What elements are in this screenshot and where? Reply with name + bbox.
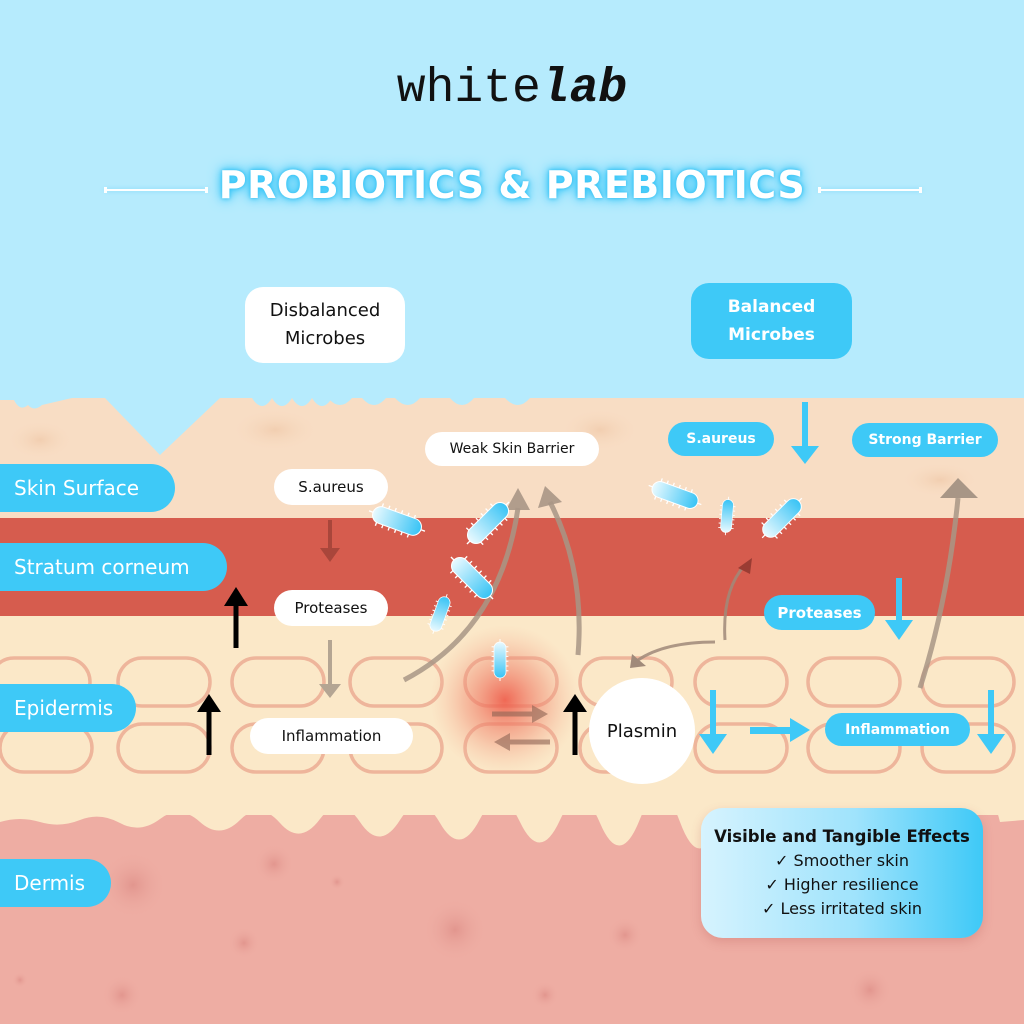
curved-arrow-strong-barrier	[917, 497, 961, 689]
inflammation-label-disbalanced: Inflammation	[250, 718, 413, 754]
balanced-microbes-header: Balanced Microbes	[691, 283, 852, 359]
dermis-spots	[12, 824, 976, 1015]
effects-box: Visible and Tangible Effects ✓ Smoother …	[701, 808, 983, 938]
weak-skin-barrier-label: Weak Skin Barrier	[425, 432, 599, 466]
arrowhead	[538, 486, 562, 508]
plasmin-node: Plasmin	[589, 678, 695, 784]
skin-surface-texture	[6, 408, 980, 498]
header-line-1: Disbalanced	[269, 300, 381, 321]
check-icon: ✓	[765, 875, 779, 894]
proteases-label-disbalanced: Proteases	[274, 590, 388, 626]
black-up-arrow-3	[563, 694, 587, 755]
arrow-proteases-to-inflammation	[319, 640, 341, 698]
arrowhead	[940, 478, 978, 498]
arrowhead	[630, 654, 646, 668]
inflammation-label-balanced: Inflammation	[825, 713, 970, 746]
check-icon: ✓	[761, 899, 776, 918]
black-up-arrow-1	[224, 587, 248, 648]
effect-text: Less irritated skin	[780, 899, 923, 918]
effect-item: ✓ Less irritated skin	[701, 899, 983, 918]
logo-bold: lab	[540, 62, 628, 116]
effects-heading: Visible and Tangible Effects	[714, 827, 970, 846]
effect-text: Higher resilience	[783, 875, 919, 894]
effect-text: Smoother skin	[793, 851, 909, 870]
title-rule-right	[818, 187, 922, 193]
disbalanced-microbes-header: Disbalanced Microbes	[245, 287, 405, 363]
curved-arrows-weak-barrier	[402, 500, 582, 683]
strong-barrier-label: Strong Barrier	[852, 423, 998, 457]
title-rule-left	[104, 187, 208, 193]
arrowhead	[738, 558, 752, 574]
inflammation-glow	[430, 625, 580, 775]
arrow-saureus-to-proteases	[320, 520, 340, 562]
layer-label-epidermis: Epidermis	[0, 684, 136, 732]
saureus-label-disbalanced: S.aureus	[274, 469, 388, 505]
proteases-label-balanced: Proteases	[764, 595, 875, 630]
brand-logo: whitelab	[0, 62, 1024, 116]
header-line-2: Microbes	[284, 328, 366, 349]
black-up-arrow-2	[197, 694, 221, 755]
layer-label-skin-surface: Skin Surface	[0, 464, 175, 512]
blue-arrows	[699, 402, 1005, 754]
skin-surface-droplets	[328, 398, 530, 405]
effect-item: ✓ Higher resilience	[701, 875, 983, 894]
layer-label-dermis: Dermis	[0, 859, 111, 907]
page-title: PROBIOTICS & PREBIOTICS	[218, 163, 806, 207]
header-line-1: Balanced	[727, 297, 816, 317]
layer-label-stratum-corneum: Stratum corneum	[0, 543, 227, 591]
arrowhead	[506, 488, 530, 510]
header-line-2: Microbes	[728, 325, 815, 345]
check-icon: ✓	[775, 851, 789, 870]
logo-regular: white	[396, 62, 541, 116]
curved-arrows-plasmin	[637, 563, 747, 662]
exchange-arrows	[492, 705, 550, 751]
effect-item: ✓ Smoother skin	[701, 851, 983, 870]
saureus-label-balanced: S.aureus	[668, 422, 774, 456]
